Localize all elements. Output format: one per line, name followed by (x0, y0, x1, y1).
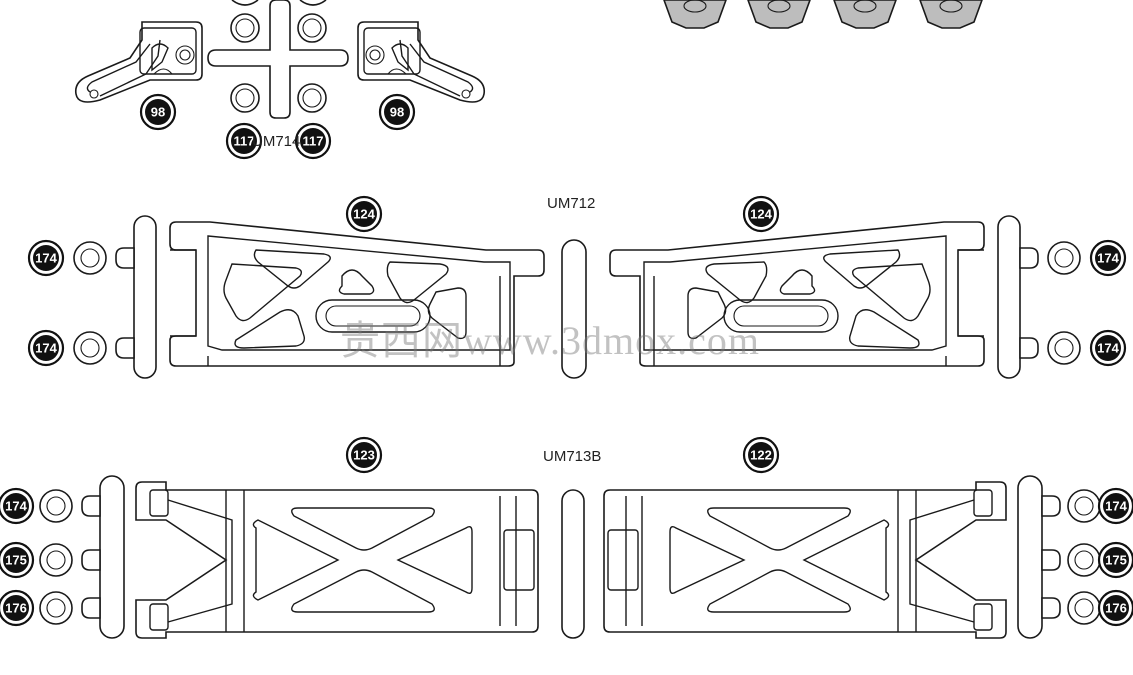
badge-174-middle-left-top: 174 (27, 239, 65, 277)
svg-text:122: 122 (750, 448, 772, 463)
hex-nut-1 (663, 0, 727, 29)
link-spacer-bottom (561, 489, 585, 639)
svg-text:174: 174 (1097, 251, 1119, 266)
badge-175-bottom-right: 175 (1097, 541, 1133, 579)
a-arm-left-middle (115, 215, 545, 379)
washers-middle (73, 241, 1081, 365)
badge-174-bottom-right: 174 (1097, 487, 1133, 525)
hex-nut-2 (747, 0, 811, 29)
badge-175-bottom-left: 175 (0, 541, 35, 579)
badge-123: 123 (345, 436, 383, 474)
badge-98-left: 98 (139, 93, 177, 131)
svg-text:174: 174 (35, 251, 57, 266)
caster-block-left (74, 21, 203, 103)
badge-174-middle-right-bottom: 174 (1089, 329, 1127, 367)
badge-124-right: 124 (742, 195, 780, 233)
svg-text:117: 117 (303, 134, 324, 149)
bushings (230, 0, 327, 113)
badge-174-bottom-left: 174 (0, 487, 35, 525)
lower-arm-left (81, 475, 539, 639)
svg-text:124: 124 (750, 207, 772, 222)
svg-text:174: 174 (1105, 499, 1127, 514)
svg-text:176: 176 (1105, 601, 1127, 616)
badge-122: 122 (742, 436, 780, 474)
model-label-top: UM714 (252, 133, 301, 150)
model-label-bottom: UM713B (543, 448, 602, 465)
svg-text:175: 175 (1105, 553, 1127, 568)
badge-124-left: 124 (345, 195, 383, 233)
washers-bottom (39, 489, 1101, 625)
a-arm-right-middle (609, 215, 1039, 379)
badge-174-middle-right-top: 174 (1089, 239, 1127, 277)
lower-arm-right (603, 475, 1061, 639)
hex-nut-4 (919, 0, 983, 29)
hex-nuts (663, 0, 983, 29)
hex-nut-3 (833, 0, 897, 29)
cross-spacer (207, 0, 349, 119)
badge-117-right: 117 (294, 122, 332, 160)
svg-text:123: 123 (353, 448, 375, 463)
model-label-middle: UM712 (547, 195, 596, 212)
watermark-text: 贵西网www.3dmox.com (340, 318, 761, 363)
svg-text:176: 176 (5, 601, 27, 616)
svg-text:98: 98 (390, 105, 404, 120)
svg-text:174: 174 (5, 499, 27, 514)
svg-text:124: 124 (353, 207, 375, 222)
badge-176-bottom-right: 176 (1097, 589, 1133, 627)
badge-174-middle-left-bottom: 174 (27, 329, 65, 367)
svg-text:98: 98 (151, 105, 165, 120)
badge-117-left: 117 (225, 122, 263, 160)
caster-block-right (357, 21, 486, 103)
badge-176-bottom-left: 176 (0, 589, 35, 627)
svg-text:175: 175 (5, 553, 27, 568)
badge-98-right: 98 (378, 93, 416, 131)
svg-text:117: 117 (234, 134, 255, 149)
svg-text:174: 174 (1097, 341, 1119, 356)
link-spacer-middle (561, 239, 587, 379)
svg-text:174: 174 (35, 341, 57, 356)
